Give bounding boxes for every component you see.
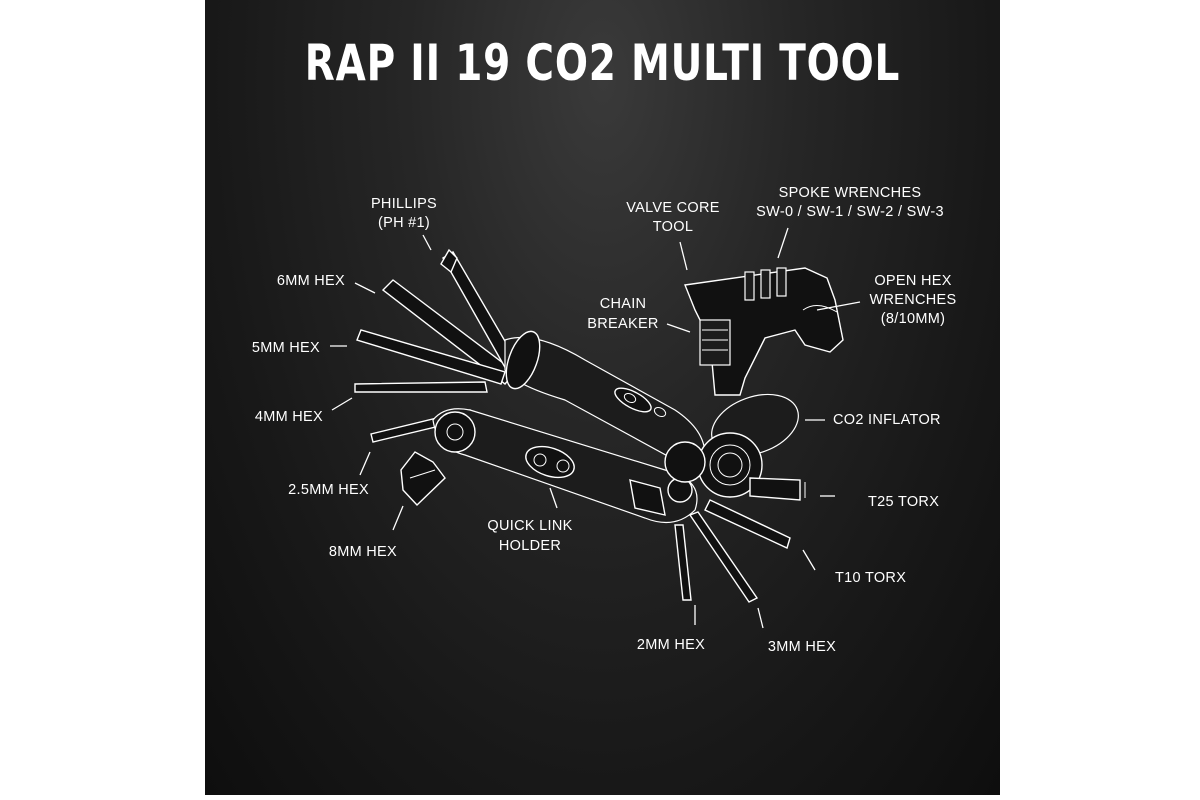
label-2mm-hex: 2MM HEX [637,637,705,653]
label-t10-torx: T10 TORX [835,570,906,586]
label-phillips-line2: (PH #1) [378,215,430,231]
torx-t10 [704,499,791,549]
label-t25-torx: T25 TORX [868,494,939,510]
hex-key-2mm [674,524,692,601]
label-spoke-wrenches-line1: SPOKE WRENCHES [779,185,922,201]
label-co2-inflator: CO2 INFLATOR [833,412,941,428]
label-open-hex-line3: (8/10MM) [881,311,945,327]
label-8mm-hex: 8MM HEX [329,544,397,560]
label-phillips-line1: PHILLIPS [371,196,437,212]
label-quick-link-line2: HOLDER [499,538,561,554]
label-open-hex-line2: WRENCHES [870,292,957,308]
label-5mm-hex: 5MM HEX [252,340,320,356]
multitool-illustration [354,248,844,603]
hex-key-4mm [354,381,488,393]
torx-t25 [749,477,806,501]
label-4mm-hex: 4MM HEX [255,409,323,425]
label-chain-breaker-line2: BREAKER [587,316,658,332]
label-3mm-hex: 3MM HEX [768,639,836,655]
label-valve-core-line2: TOOL [653,219,693,235]
label-quick-link-line1: QUICK LINK [487,518,572,534]
hex-key-8mm [400,451,446,506]
label-2-5mm-hex: 2.5MM HEX [288,482,369,498]
chain-breaker-body [684,267,844,396]
label-valve-core-line1: VALVE CORE [626,200,720,216]
hex-key-5mm [356,329,506,385]
label-6mm-hex: 6MM HEX [277,273,345,289]
leader-lines [330,227,861,629]
diagram-panel: RAP II 19 CO2 MULTI TOOL [205,0,1000,795]
hex-key-3mm [688,511,759,603]
label-spoke-wrenches-line2: SW-0 / SW-1 / SW-2 / SW-3 [756,204,944,220]
labels: PHILLIPS (PH #1) 6MM HEX 5MM HEX 4MM HEX… [252,185,957,655]
page-title: RAP II 19 CO2 MULTI TOOL [304,34,901,92]
lower-main-plate [432,408,698,524]
multitool-diagram: PHILLIPS (PH #1) 6MM HEX 5MM HEX 4MM HEX… [252,185,957,655]
label-open-hex-line1: OPEN HEX [874,273,951,289]
label-chain-breaker-line1: CHAIN [600,296,647,312]
co2-inflator-head [664,393,799,498]
upper-side-plate [504,330,706,463]
